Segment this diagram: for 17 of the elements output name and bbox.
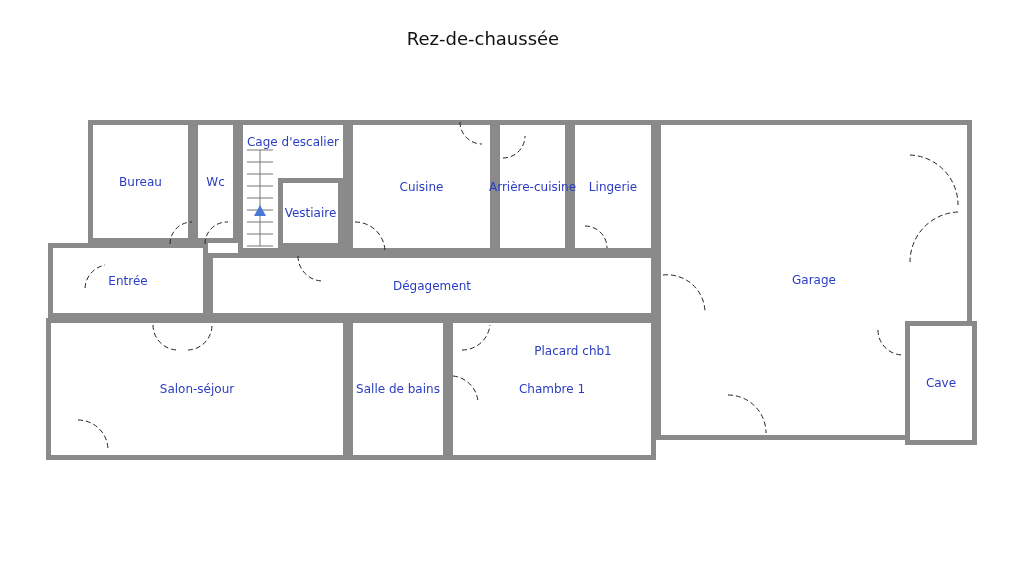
plan-title: Rez-de-chaussée xyxy=(405,28,561,49)
room-name: Chambre 1 xyxy=(518,382,586,396)
room-name: Cuisine xyxy=(399,179,444,194)
room-name: Entrée xyxy=(108,273,148,288)
room-name: Placard chb1 xyxy=(534,344,612,358)
room-name: Dégagement xyxy=(393,278,471,293)
room-name: Cave xyxy=(925,376,957,390)
room-name: Garage xyxy=(792,273,836,287)
room-name: Lingerie xyxy=(588,179,638,194)
room-name: Bureau xyxy=(119,174,162,189)
room-name: Cage d'escalier xyxy=(246,135,339,149)
room-name: Arrière-cuisine xyxy=(488,179,577,194)
room-name: Salle de bains xyxy=(356,382,440,396)
room-outline xyxy=(905,321,977,445)
room-name: Wc xyxy=(206,174,225,189)
room-name: Vestiaire xyxy=(284,206,337,220)
room-name: Salon-séjour xyxy=(159,382,235,396)
